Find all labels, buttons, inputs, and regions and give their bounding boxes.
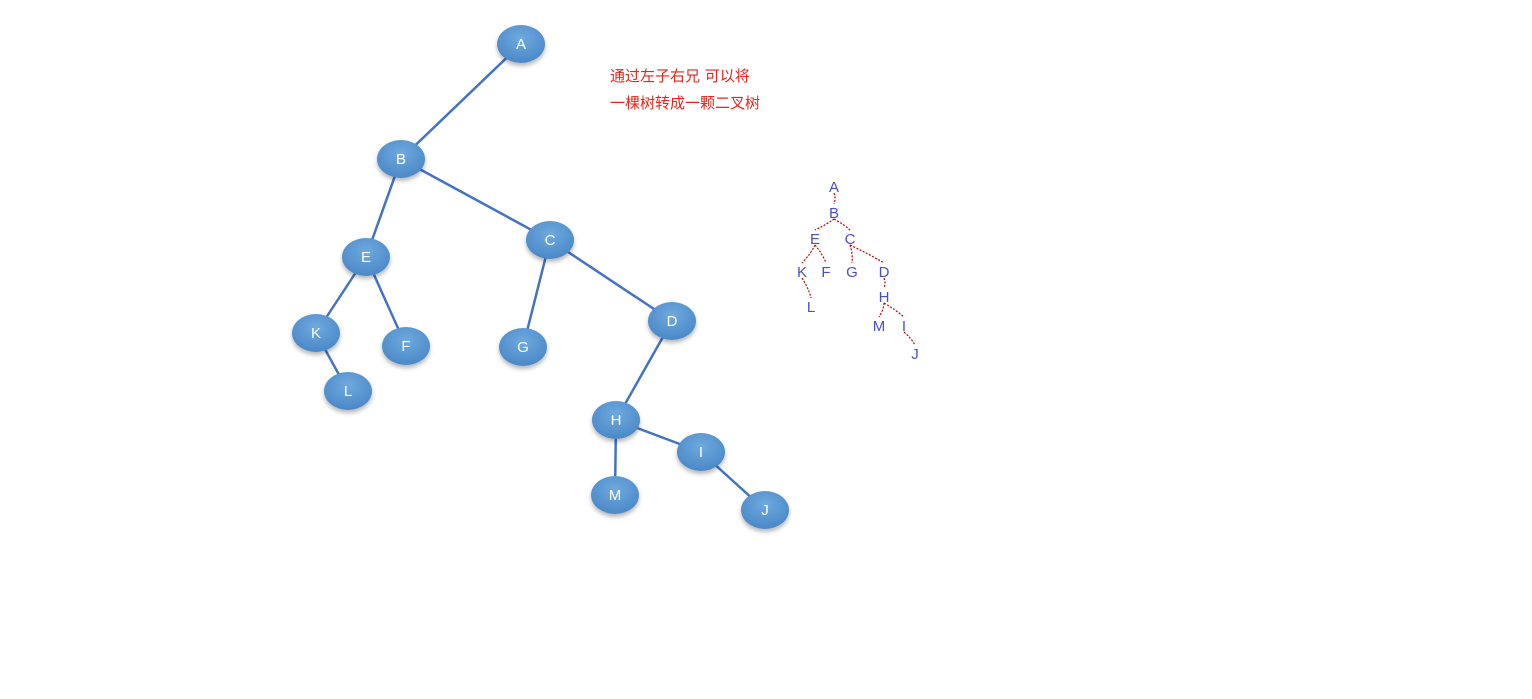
bt-node-label-L: L bbox=[807, 299, 815, 316]
tree-node-shape-E bbox=[342, 238, 390, 276]
bt-edge-K-L bbox=[801, 277, 812, 299]
tree-node-I: I bbox=[677, 433, 725, 471]
bt-node-label-B: B bbox=[829, 205, 839, 222]
bt-edge-B-E bbox=[814, 218, 835, 231]
tree-node-shape-H bbox=[592, 401, 640, 439]
tree-node-label-I: I bbox=[699, 444, 703, 461]
tree-node-A: A bbox=[497, 25, 545, 63]
tree-node-shape-L bbox=[324, 372, 372, 410]
tree-node-label-A: A bbox=[516, 36, 526, 53]
tree-node-shape-G bbox=[499, 328, 547, 366]
tree-node-G: G bbox=[499, 328, 547, 366]
bt-node-label-A: A bbox=[829, 179, 839, 196]
tree-node-D: D bbox=[648, 302, 696, 340]
tree-node-label-L: L bbox=[344, 383, 352, 400]
tree-node-shape-D bbox=[648, 302, 696, 340]
tree-node-shape-B bbox=[377, 140, 425, 178]
tree-node-label-K: K bbox=[311, 325, 321, 342]
bt-node-label-K: K bbox=[797, 264, 807, 281]
bt-edge-I-J bbox=[903, 331, 916, 346]
bt-edge-B-C bbox=[833, 218, 851, 231]
tree-node-label-J: J bbox=[761, 502, 769, 519]
tree-node-label-M: M bbox=[609, 487, 622, 504]
tree-node-H: H bbox=[592, 401, 640, 439]
tree-node-F: F bbox=[382, 327, 430, 365]
tree-node-shape-I bbox=[677, 433, 725, 471]
tree-node-shape-C bbox=[526, 221, 574, 259]
tree-node-label-G: G bbox=[517, 339, 529, 356]
bt-node-label-F: F bbox=[821, 264, 830, 281]
tree-node-C: C bbox=[526, 221, 574, 259]
caption-line-2: 一棵树转成一颗二叉树 bbox=[610, 94, 761, 112]
bt-node-label-G: G bbox=[846, 264, 858, 281]
tree-node-shape-K bbox=[292, 314, 340, 352]
tree-node-label-H: H bbox=[611, 412, 622, 429]
tree-node-L: L bbox=[324, 372, 372, 410]
tree-node-shape-J bbox=[741, 491, 789, 529]
bt-edge-H-M bbox=[878, 302, 885, 318]
tree-node-shape-F bbox=[382, 327, 430, 365]
caption-line-1: 通过左子右兄 可以将 bbox=[610, 67, 750, 85]
tree-edge-B-A bbox=[399, 42, 523, 161]
tree-node-label-C: C bbox=[545, 232, 556, 249]
tree-node-label-E: E bbox=[361, 249, 371, 266]
tree-node-label-B: B bbox=[396, 151, 406, 168]
tree-edge-B-C bbox=[399, 157, 552, 242]
tree-node-K: K bbox=[292, 314, 340, 352]
bt-edge-C-G bbox=[849, 244, 853, 264]
bt-node-label-J: J bbox=[911, 346, 919, 363]
tree-nodes: A B C D E F G H I J K L M bbox=[292, 25, 789, 529]
bt-node-label-E: E bbox=[810, 231, 820, 248]
tree-node-shape-M bbox=[591, 476, 639, 514]
tree-edge-C-D bbox=[548, 238, 674, 323]
bt-edge-C-D bbox=[849, 244, 885, 264]
binary-tree-edges bbox=[801, 192, 916, 346]
bt-edge-A-B bbox=[833, 192, 836, 205]
bt-node-label-M: M bbox=[873, 318, 886, 335]
tree-node-label-F: F bbox=[401, 338, 410, 355]
bt-edge-E-F bbox=[814, 244, 827, 264]
bt-node-label-I: I bbox=[902, 318, 906, 335]
tree-node-B: B bbox=[377, 140, 425, 178]
tree-node-J: J bbox=[741, 491, 789, 529]
bt-edge-E-K bbox=[801, 244, 816, 264]
bt-node-label-H: H bbox=[879, 289, 890, 306]
bt-edge-H-I bbox=[883, 302, 905, 318]
tree-node-M: M bbox=[591, 476, 639, 514]
tree-node-shape-A bbox=[497, 25, 545, 63]
bt-node-label-D: D bbox=[879, 264, 890, 281]
tree-node-label-D: D bbox=[667, 313, 678, 330]
bt-edge-D-H bbox=[883, 277, 886, 289]
tree-node-E: E bbox=[342, 238, 390, 276]
bt-node-label-C: C bbox=[845, 231, 856, 248]
